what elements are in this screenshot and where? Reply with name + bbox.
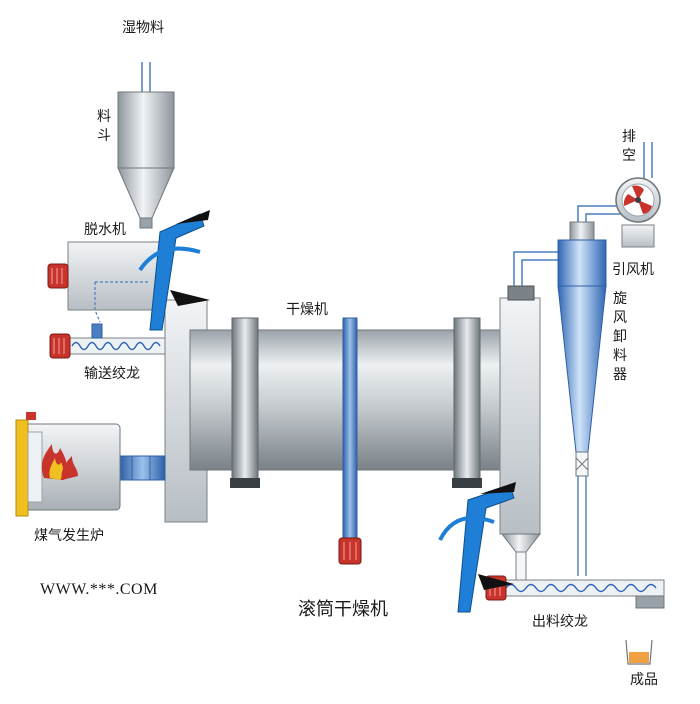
conveyor-auger xyxy=(49,323,166,359)
label-exhaust: 排空 xyxy=(622,129,636,164)
motor-icon xyxy=(47,263,69,289)
riding-ring-right xyxy=(453,317,481,483)
gas-generator-furnace xyxy=(15,412,121,517)
drive-shaft xyxy=(342,317,358,541)
discharge-auger xyxy=(485,551,665,609)
dewatering-machine xyxy=(47,241,163,323)
motor-icon xyxy=(49,333,71,359)
outlet-housing xyxy=(499,285,542,553)
exhaust-duct xyxy=(513,251,560,286)
label-cyclone: 旋风卸料器 xyxy=(613,291,627,383)
induced-fan xyxy=(615,142,661,248)
riding-ring-left xyxy=(231,317,259,483)
label-dewatering-machine: 脱水机 xyxy=(84,222,126,238)
label-wet-material: 湿物料 xyxy=(122,20,164,36)
label-dryer: 干燥机 xyxy=(286,302,328,318)
label-gas-generator: 煤气发生炉 xyxy=(34,528,104,544)
hopper xyxy=(117,91,175,229)
product-bin xyxy=(625,639,653,665)
cyclone-separator xyxy=(557,221,607,576)
label-product: 成品 xyxy=(630,672,658,688)
flame-icon xyxy=(41,444,78,480)
label-hopper: 料斗 xyxy=(97,109,111,144)
diagram-title: 滚筒干燥机 xyxy=(298,599,388,620)
brand-logo xyxy=(438,482,516,613)
brand-logo xyxy=(138,210,210,331)
fan-icon xyxy=(623,185,652,214)
rotary-drum xyxy=(189,317,533,565)
fan-duct xyxy=(577,205,622,222)
website-text: WWW.***.COM xyxy=(40,581,158,598)
label-discharge-auger: 出料绞龙 xyxy=(532,614,588,630)
feed-pipe xyxy=(141,62,151,92)
label-conveyor-auger: 输送绞龙 xyxy=(84,366,140,382)
label-induced-fan: 引风机 xyxy=(612,262,654,278)
